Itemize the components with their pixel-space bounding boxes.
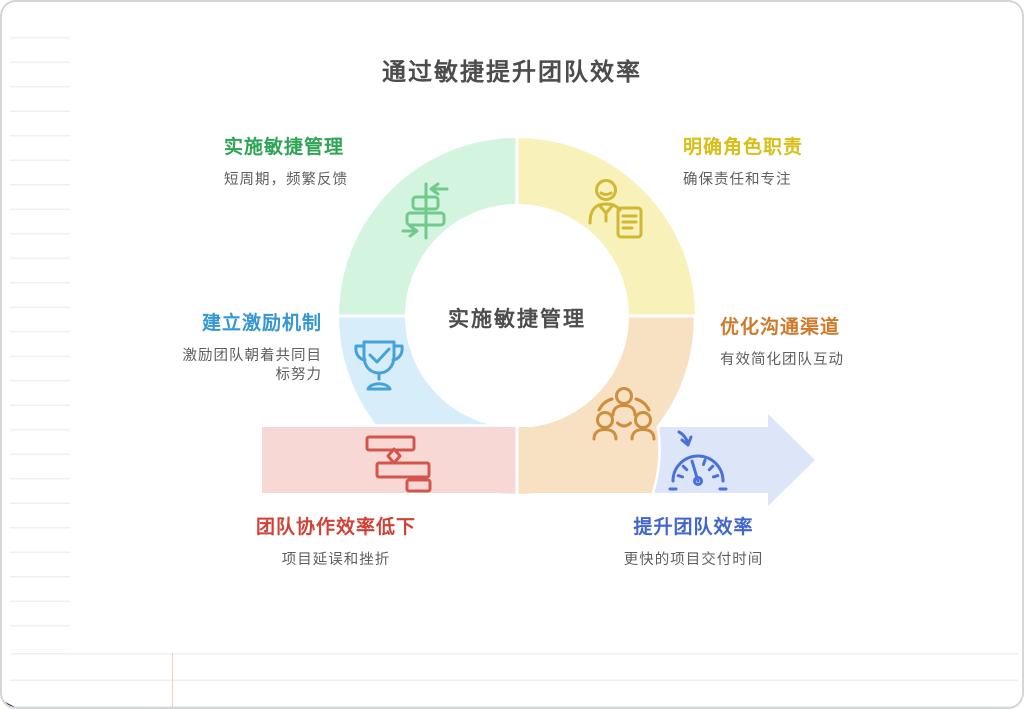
quadrant-roles	[517, 138, 695, 316]
section-subtext: 更快的项目交付时间	[623, 552, 764, 568]
section-subtext: 项目延误和挫折	[281, 552, 391, 568]
quadrant-seams	[262, 138, 697, 494]
section-heading: 团队协作效率低下	[256, 517, 417, 538]
team-network-icon	[592, 387, 656, 441]
speed-gauge-icon	[668, 430, 728, 491]
iteration-flow-icon	[401, 182, 449, 240]
section-heading: 提升团队效率	[633, 517, 754, 538]
grid-vertical-line	[172, 653, 173, 707]
section-heading: 明确角色职责	[683, 137, 804, 158]
gantt-chart-icon	[365, 435, 432, 493]
label-mid-left: 建立激励机制 激励团队朝着共同目标努力	[170, 310, 322, 385]
section-heading: 实施敏捷管理	[224, 137, 345, 158]
label-bottom-left: 团队协作效率低下 项目延误和挫折	[256, 514, 416, 570]
page-title: 通过敏捷提升团队效率	[382, 60, 642, 86]
section-subtext: 有效简化团队互动	[720, 352, 844, 368]
quadrant-communication	[517, 316, 695, 494]
label-mid-right: 优化沟通渠道 有效简化团队互动	[720, 314, 940, 370]
section-heading: 优化沟通渠道	[720, 317, 841, 338]
label-bottom-right: 提升团队效率 更快的项目交付时间	[596, 514, 791, 570]
section-subtext: 确保责任和专注	[683, 172, 792, 188]
section-subtext: 激励团队朝着共同目标努力	[182, 348, 322, 383]
label-top-right: 明确角色职责 确保责任和专注	[683, 134, 903, 190]
section-subtext: 短周期，频繁反馈	[224, 172, 348, 188]
label-top-left: 实施敏捷管理 短周期，频繁反馈	[224, 134, 434, 190]
quadrant-agile	[339, 138, 517, 316]
role-document-icon	[588, 179, 643, 239]
section-heading: 建立激励机制	[201, 313, 322, 334]
trophy-icon	[354, 340, 404, 391]
center-label: 实施敏捷管理	[448, 307, 586, 331]
